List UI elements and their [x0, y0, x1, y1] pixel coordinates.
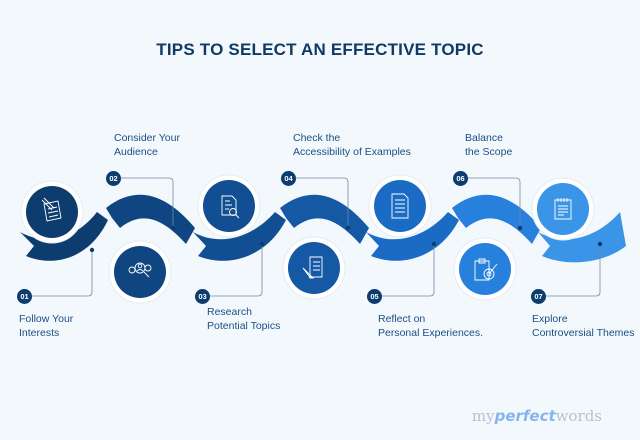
step-badge-01: 01 — [17, 289, 32, 304]
connector-lines — [32, 177, 601, 297]
step-badge-07: 07 — [531, 289, 546, 304]
spiral-notepad-icon — [554, 198, 572, 220]
circle-step-6 — [453, 237, 517, 301]
step-circles — [20, 174, 595, 304]
circle-step-2 — [108, 240, 172, 304]
ribbon-segments — [20, 194, 626, 263]
ribbon-segment-3 — [193, 212, 286, 261]
audience-search-icon — [128, 262, 152, 278]
connector-dots — [89, 225, 603, 253]
ribbon-segment-5 — [366, 212, 459, 261]
page-title: TIPS TO SELECT AN EFFECTIVE TOPIC — [156, 40, 484, 59]
clipboard-target-icon — [474, 258, 498, 281]
ribbon-segment-2 — [106, 194, 195, 244]
circle-step-3 — [197, 174, 261, 238]
step-badge-03: 03 — [195, 289, 210, 304]
step-badge-04: 04 — [281, 171, 296, 186]
step-badge-02: 02 — [106, 171, 121, 186]
circle-step-5 — [368, 174, 432, 238]
ribbon-segment-1 — [20, 212, 108, 261]
ribbon-segment-4 — [280, 194, 369, 244]
notepad-pen-icon — [41, 197, 62, 222]
brand-logo: myperfectwords — [471, 407, 602, 425]
step-badge-05: 05 — [367, 289, 382, 304]
ribbon-segment-6 — [452, 194, 541, 244]
document-pencil-icon — [302, 256, 323, 279]
ribbon-segment-7 — [538, 212, 626, 263]
circle-step-4 — [282, 236, 346, 300]
document-magnifier-icon — [221, 195, 240, 219]
step-badge-06: 06 — [453, 171, 468, 186]
document-lines-icon — [391, 193, 409, 219]
